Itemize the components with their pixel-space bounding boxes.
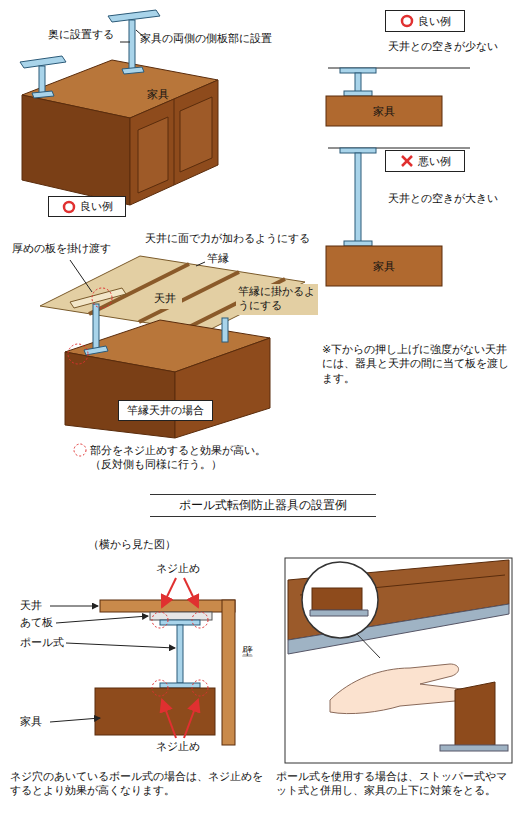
label-box: 竿縁天井の場合 (118, 400, 213, 421)
label: ネジ止め (156, 740, 200, 754)
label-box: 悪い例 (385, 150, 465, 172)
node-text: 家具 (147, 87, 169, 102)
furniture-label: 家具 (138, 84, 178, 105)
label: 天井 (20, 599, 42, 613)
label: 壁 (242, 645, 253, 659)
furniture-label: 天井 (148, 288, 182, 309)
label: 竿縁に掛かるようにする (236, 284, 318, 315)
node-text: 竿縁天井の場合 (127, 403, 204, 418)
label: 家具の両側の側板部に設置 (140, 32, 272, 46)
label-box: 良い例 (48, 196, 126, 217)
label: 部分をネジ止めすると効果が高い。（反対側も同様に行う。） (90, 444, 280, 473)
label: ポール式を使用する場合は、ストッパー式やマット式と併用し、家具の上下に対策をとる… (276, 770, 516, 799)
node-text: 悪い例 (418, 154, 451, 169)
bad-mark (400, 154, 414, 168)
title: ポール式転倒防止器具の設置例 (150, 494, 376, 517)
label: 竿縁 (207, 252, 229, 266)
label-box: 良い例 (385, 10, 465, 32)
label: 奥に設置する (48, 28, 114, 42)
node-text: 良い例 (418, 14, 451, 29)
node-text: 天井 (154, 291, 176, 306)
label: ネジ止め (156, 562, 200, 576)
node-text: 家具 (373, 104, 395, 119)
furniture-label: 家具 (326, 96, 442, 126)
label: ※下からの押し上げに強度がない天井には、器具と天井の間に当て板を渡します。 (322, 343, 514, 386)
label: 天井との空きが少ない (388, 40, 498, 54)
label: 天井との空きが大きい (388, 192, 498, 206)
label: ポール式 (20, 636, 64, 650)
label: （横から見た図） (88, 538, 176, 552)
label: あて板 (20, 616, 53, 630)
label: ネジ穴のあいているボール式の場合は、ネジ止めをするとより効果が高くなります。 (10, 770, 272, 799)
label: 天井に面で力が加わるようにする (145, 232, 310, 246)
node-text: 家具 (373, 259, 395, 274)
good-mark (400, 14, 414, 28)
node-text: 良い例 (80, 199, 113, 214)
label: 厚めの板を掛け渡す (12, 242, 111, 256)
good-mark (62, 200, 76, 214)
label: 家具 (20, 715, 42, 729)
furniture-label: 家具 (326, 246, 442, 286)
